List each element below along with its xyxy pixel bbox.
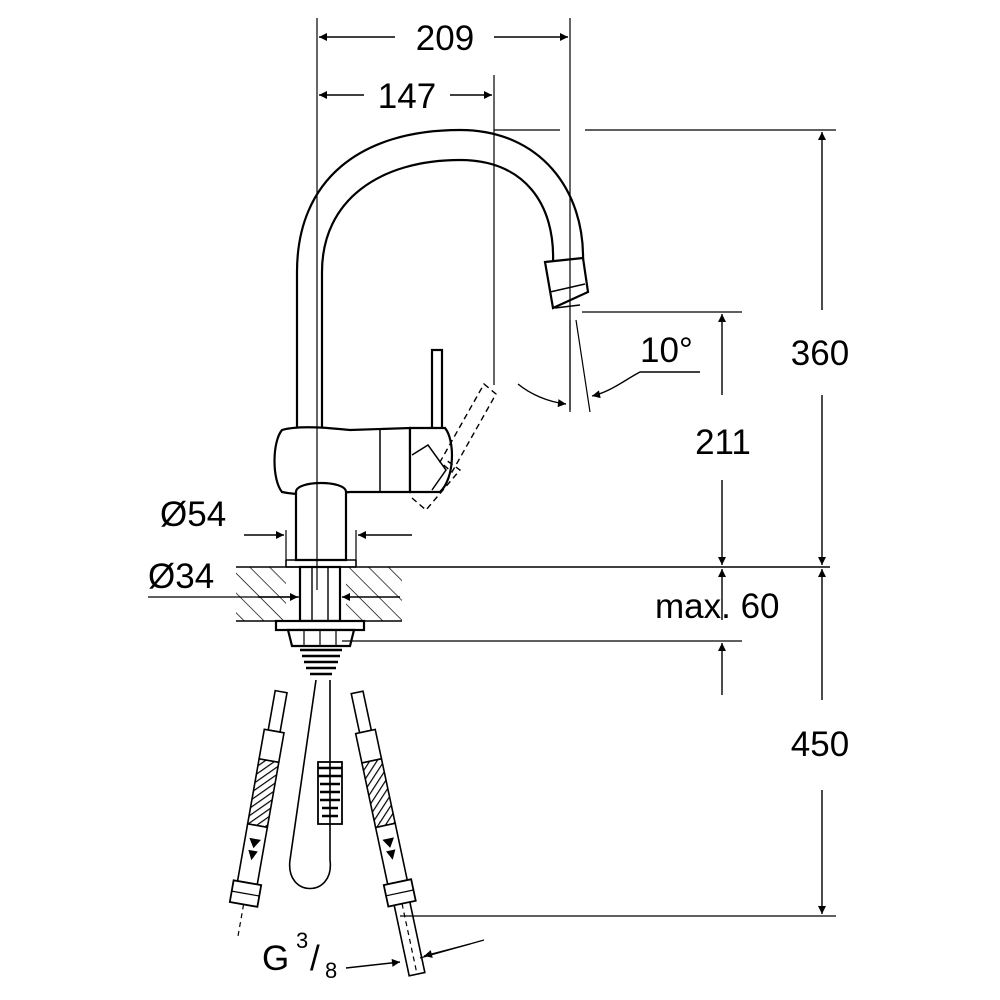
dim-thread-arrow-right: [423, 943, 471, 958]
faucet-neck: [294, 482, 348, 562]
thread-numerator: 3: [296, 928, 308, 953]
mounting-nut: [286, 628, 356, 648]
label-hose-length: 450: [791, 725, 849, 764]
countertop-hatch-right: [346, 567, 402, 621]
dimension-labels: 209 147 360 211 450 max. 60 10° Ø54 Ø34 …: [148, 14, 860, 983]
hose-weight: [318, 766, 342, 818]
mounting-threads: [300, 648, 342, 676]
lever-handle: [430, 348, 444, 434]
mounting-shank: [298, 565, 342, 623]
mounting-washer: [274, 619, 366, 632]
supply-hose-left: [228, 689, 288, 938]
label-total-height: 360: [791, 334, 849, 373]
pullout-hose-loop: [289, 679, 331, 890]
thread-denominator: 8: [325, 958, 337, 983]
dim-angle-leader: [591, 371, 700, 399]
label-spout-height: 211: [695, 423, 751, 462]
label-total-reach: 209: [416, 19, 474, 58]
label-spout-offset: 147: [378, 77, 436, 116]
thread-prefix: G: [262, 939, 289, 978]
dimension-lines: [244, 33, 826, 969]
countertop-hatch-left: [236, 567, 286, 621]
label-swivel-angle: 10°: [640, 331, 693, 370]
label-hole-diameter: Ø34: [148, 557, 214, 596]
body-housing: [273, 426, 412, 496]
hoses: [228, 679, 426, 977]
aerator-ring: [549, 283, 586, 293]
label-connection-thread: G 3 / 8: [262, 928, 337, 983]
lever-swing-outline: [439, 382, 497, 474]
aerator-tip: [554, 304, 581, 309]
extension-lines: [148, 18, 836, 959]
lever-cap: [408, 426, 454, 494]
supply-hose-right: [350, 690, 426, 977]
label-base-diameter: Ø54: [160, 495, 226, 534]
label-max-deck-thickness: max. 60: [655, 587, 780, 626]
dim-angle-arc-left: [517, 383, 567, 408]
lever-swing-cap: [411, 459, 462, 511]
faucet: [273, 128, 590, 676]
dim-thread-leader: [345, 958, 401, 969]
spout-aerator: [543, 256, 590, 310]
spout-inner: [320, 158, 555, 428]
thread-slash: /: [310, 939, 320, 978]
ext-swivel-axis: [575, 319, 591, 413]
lever-facet: [411, 443, 447, 491]
